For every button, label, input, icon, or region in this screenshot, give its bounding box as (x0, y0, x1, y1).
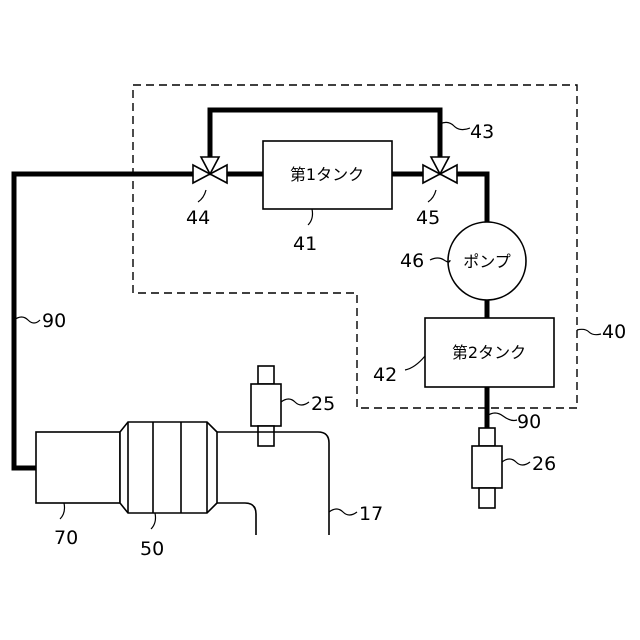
leader-46 (430, 258, 450, 262)
leader-44 (198, 190, 206, 202)
ref-25: 25 (311, 393, 335, 415)
leader-41 (308, 209, 313, 225)
ref-42: 42 (373, 364, 397, 386)
leader-90-right (487, 413, 517, 421)
fitting-25 (251, 366, 281, 446)
ref-50: 50 (140, 538, 164, 560)
leader-26 (502, 459, 530, 465)
valve-44 (193, 157, 227, 183)
exhaust-pipe-17 (217, 432, 329, 535)
leader-42 (405, 356, 425, 370)
ref-46: 46 (400, 250, 424, 272)
ref-45: 45 (416, 207, 440, 229)
tank-1-label: 第1タンク (290, 165, 364, 184)
ref-41: 41 (293, 233, 317, 255)
leader-70 (60, 503, 65, 519)
leader-43 (440, 122, 470, 129)
leader-45 (428, 190, 436, 202)
valve-45 (423, 157, 457, 183)
exhaust-pipe-17-lower (217, 503, 256, 535)
pipe-valve45-pump (457, 174, 487, 222)
leader-40 (577, 329, 601, 334)
ref-70: 70 (54, 527, 78, 549)
ref-43: 43 (470, 121, 494, 143)
pump-label: ポンプ (463, 252, 511, 271)
fitting-26 (472, 428, 502, 508)
ref-90-right: 90 (517, 411, 541, 433)
leader-90-left (14, 317, 40, 323)
ref-44: 44 (186, 207, 210, 229)
leader-17 (329, 509, 357, 515)
ref-17: 17 (359, 503, 383, 525)
ref-90-left: 90 (42, 310, 66, 332)
tank-2-label: 第2タンク (452, 343, 526, 362)
catalyst-50 (120, 422, 217, 513)
leader-50 (151, 513, 156, 529)
housing-70 (36, 432, 120, 503)
ref-40: 40 (602, 321, 626, 343)
leader-25 (281, 399, 309, 405)
ref-26: 26 (532, 453, 556, 475)
